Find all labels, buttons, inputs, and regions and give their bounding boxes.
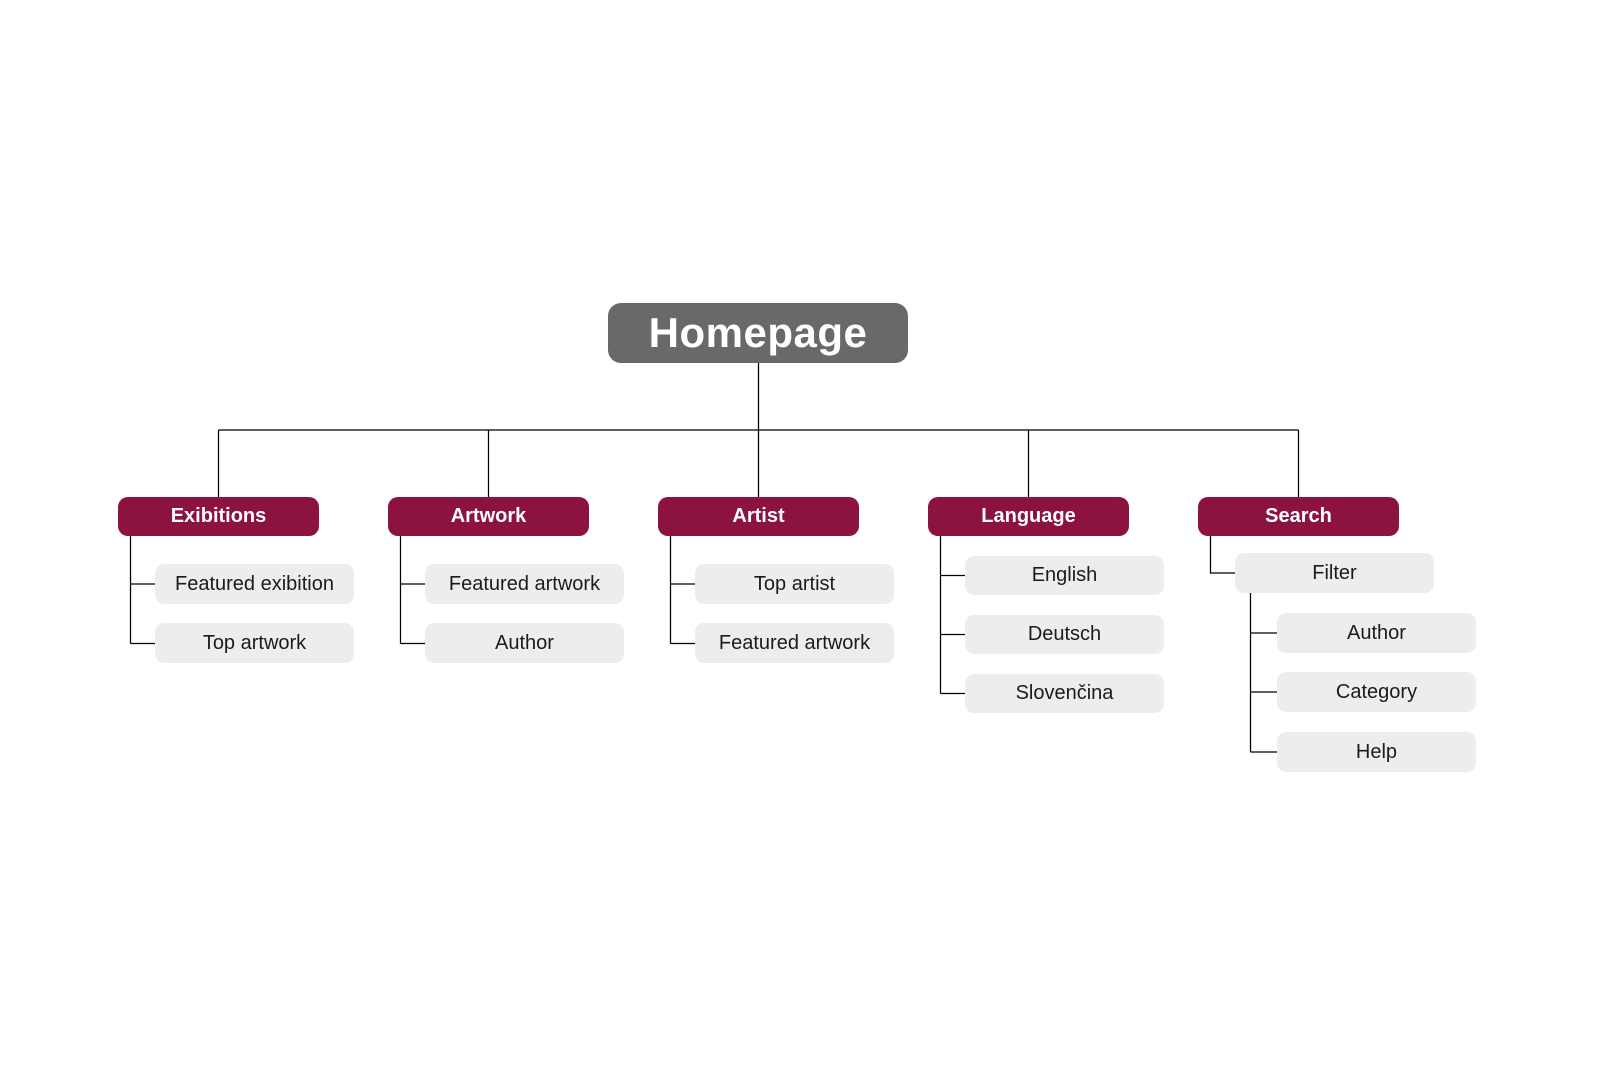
node-filter: Filter	[1235, 553, 1434, 593]
node-featured-exibition: Featured exibition	[155, 564, 354, 604]
node-featured-artwork-under-artwork: Featured artwork	[425, 564, 624, 604]
node-slovencina: Slovenčina	[965, 674, 1164, 713]
node-author-under-artwork: Author	[425, 623, 624, 663]
node-artist: Artist	[658, 497, 859, 536]
node-exibitions: Exibitions	[118, 497, 319, 536]
node-top-artwork: Top artwork	[155, 623, 354, 663]
node-artwork: Artwork	[388, 497, 589, 536]
node-top-artist: Top artist	[695, 564, 894, 604]
node-homepage: Homepage	[608, 303, 908, 363]
node-english: English	[965, 556, 1164, 595]
node-search: Search	[1198, 497, 1399, 536]
node-author-under-filter: Author	[1277, 613, 1476, 653]
node-deutsch: Deutsch	[965, 615, 1164, 654]
node-category: Category	[1277, 672, 1476, 712]
node-help: Help	[1277, 732, 1476, 772]
node-language: Language	[928, 497, 1129, 536]
node-featured-artwork-under-artist: Featured artwork	[695, 623, 894, 663]
